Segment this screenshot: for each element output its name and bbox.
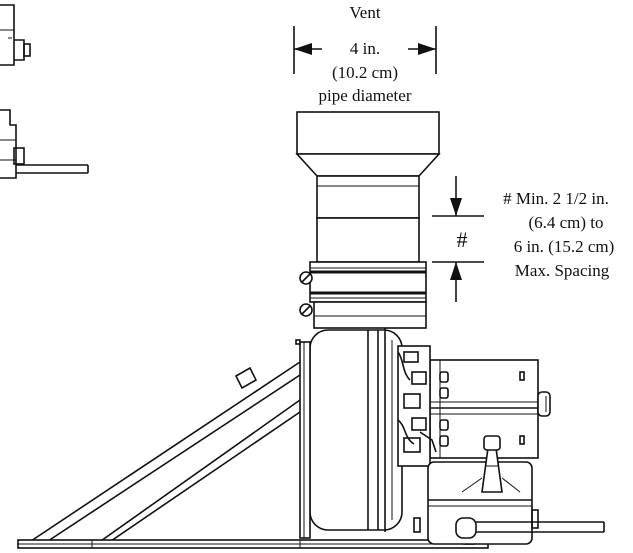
mounting-bracket — [27, 361, 301, 544]
spacing-label-line-1: # Min. 2 1/2 in. — [503, 189, 609, 208]
vent-pipe — [295, 111, 441, 329]
spacing-label-line-2: (6.4 cm) to — [528, 213, 603, 232]
arrow-right-icon — [418, 43, 436, 55]
vent-label-line-3: (10.2 cm) — [332, 63, 398, 82]
left-partial-unit — [0, 4, 89, 179]
base-plate — [17, 537, 489, 549]
pressure-switch — [413, 435, 605, 545]
blower-housing — [295, 328, 403, 539]
vent-diameter-dimension: Vent 4 in. (10.2 cm) pipe diameter — [293, 3, 437, 105]
arrow-down-icon — [450, 198, 462, 216]
spacing-dimension: # # Min. 2 1/2 in. (6.4 cm) to 6 in. (15… — [432, 176, 614, 302]
vent-label-line-2: 4 in. — [350, 39, 380, 58]
control-box — [397, 345, 551, 467]
spacing-marker: # — [457, 227, 468, 252]
spacing-label-line-4: Max. Spacing — [515, 261, 610, 280]
spacing-label-line-3: 6 in. (15.2 cm) — [514, 237, 615, 256]
vent-label-line-4: pipe diameter — [319, 86, 412, 105]
arrow-up-icon — [450, 262, 462, 280]
switch-cap-icon — [483, 435, 501, 451]
arrow-left-icon — [294, 43, 312, 55]
knob-icon — [537, 391, 551, 417]
vent-label-line-1: Vent — [349, 3, 380, 22]
